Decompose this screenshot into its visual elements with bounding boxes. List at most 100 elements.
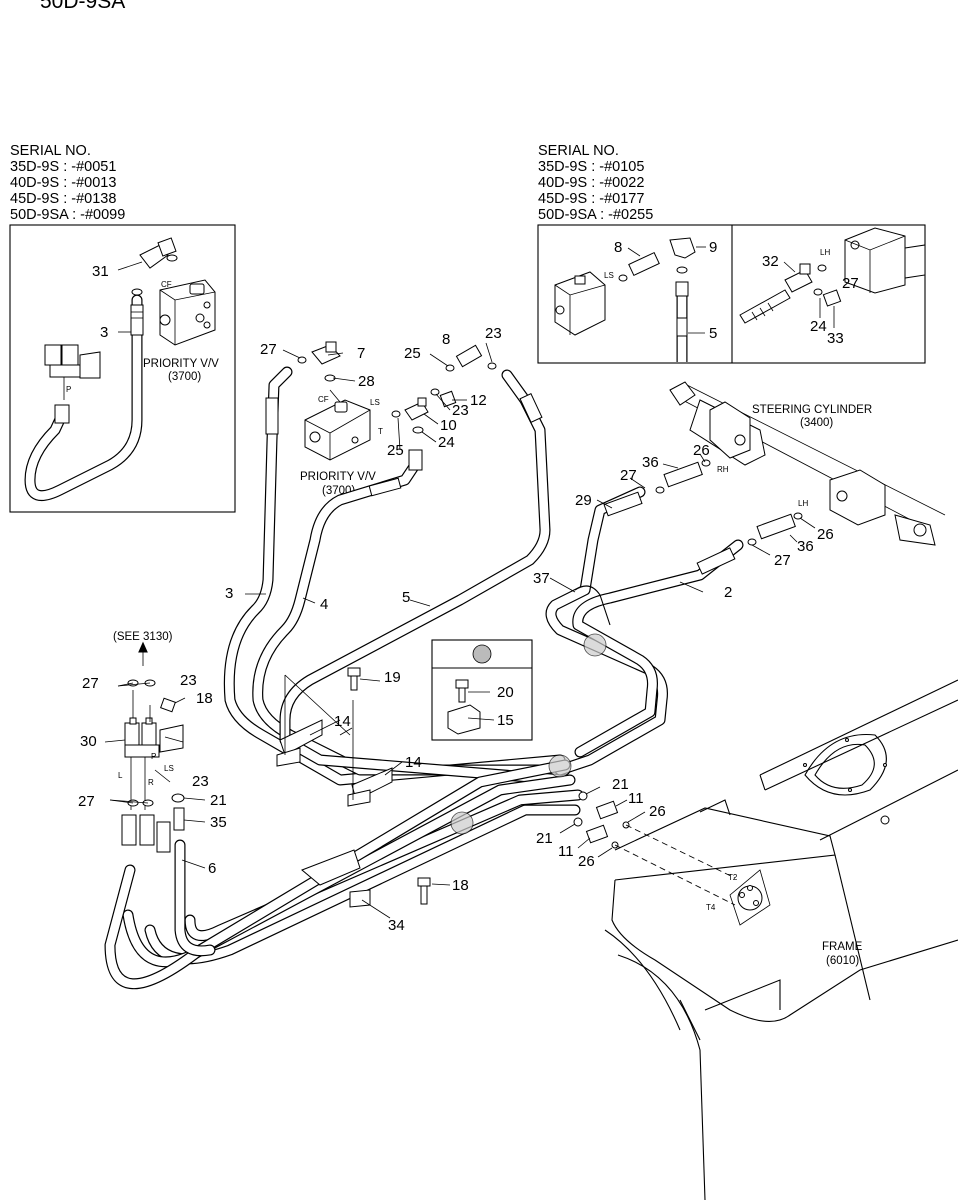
callout-36-upper: 36	[642, 454, 659, 471]
priority-valve-main	[304, 389, 371, 461]
connector-11-upper	[595, 800, 619, 820]
bolt-18	[417, 877, 431, 905]
callout-27-right: 27	[774, 552, 791, 569]
callout-19: 19	[384, 669, 401, 686]
callout-3: 3	[225, 585, 233, 602]
priority-valve-inset-right	[554, 271, 606, 336]
callout-27-mid: 27	[620, 467, 637, 484]
callout-3-inset: 3	[100, 324, 108, 341]
callout-5-inset: 5	[709, 325, 717, 342]
port-r-label: R	[148, 778, 154, 787]
callout-36-lower: 36	[797, 538, 814, 555]
callout-29: 29	[575, 492, 592, 509]
callout-11-upper: 11	[628, 790, 644, 807]
callout-28: 28	[358, 373, 375, 390]
serial-right-line-3: 45D-9S : -#0177	[538, 191, 644, 207]
inset-left: CF P 31 3 PRIORITY V/V (3700)	[9, 224, 236, 513]
elbow-fitting-31	[131, 237, 178, 296]
elbow-fitting-9	[669, 237, 696, 274]
callout-27-top: 27	[260, 341, 277, 358]
callout-24: 24	[438, 434, 455, 451]
port-ls-label: LS	[370, 398, 380, 407]
clamp-37	[574, 585, 611, 626]
port-t2-label: T2	[728, 873, 738, 882]
serial-left-line-4: 50D-9SA : -#0099	[10, 207, 125, 223]
serial-block-left: SERIAL NO. 35D-9S : -#0051 40D-9S : -#00…	[10, 143, 125, 223]
adapter-36-upper	[663, 461, 703, 488]
port-p-label: P	[151, 752, 156, 761]
callout-26-upper: 26	[693, 442, 710, 459]
callout-23-top: 23	[485, 325, 502, 342]
inset-left-p-label: P	[66, 385, 71, 394]
callout-4: 4	[320, 596, 328, 613]
callout-7: 7	[357, 345, 365, 362]
fitting-18-left	[160, 697, 176, 713]
port-rh-label: RH	[717, 465, 729, 474]
manifold-30	[124, 690, 184, 810]
port-lh-label: LH	[798, 499, 808, 508]
inset-right: LS 8 9 5 LH	[537, 224, 926, 364]
inset-right-ls-label: LS	[604, 271, 614, 280]
priority-valve-ref-inset: (3700)	[168, 371, 201, 383]
callout-33-inset: 33	[827, 330, 844, 347]
serial-right-line-4: 50D-9SA : -#0255	[538, 207, 653, 223]
callout-18-bottom: 18	[452, 877, 469, 894]
priority-valve-inset	[159, 279, 216, 346]
clamp-34	[301, 849, 371, 908]
callout-27-left-bottom: 27	[78, 793, 95, 810]
detail-box-clamp	[431, 639, 533, 741]
callout-18-left: 18	[196, 690, 213, 707]
serial-right-line-1: 35D-9S : -#0105	[538, 159, 644, 175]
callout-15: 15	[497, 712, 514, 729]
callout-2: 2	[724, 584, 732, 601]
callout-14-lower: 14	[405, 754, 422, 771]
leader-lines	[104, 342, 816, 919]
inset-right-lh-label: LH	[820, 248, 830, 257]
hose-4	[252, 459, 571, 776]
steering-cylinder	[669, 381, 946, 546]
clamp-14-upper	[276, 719, 323, 767]
callout-21-left: 21	[210, 792, 227, 809]
callout-14-upper: 14	[334, 713, 351, 730]
callout-32-inset: 32	[762, 253, 779, 270]
cylinder-inset	[844, 227, 926, 294]
frame-label: FRAME	[822, 941, 863, 953]
tee-fitting-32	[784, 263, 813, 293]
port-t4-label: T4	[706, 903, 716, 912]
serial-right-line-2: 40D-9S : -#0022	[538, 175, 644, 191]
port-t-label: T	[378, 427, 383, 436]
clamp-14-lower	[347, 767, 393, 807]
serial-left-title: SERIAL NO.	[10, 143, 91, 159]
callout-30: 30	[80, 733, 97, 750]
inset-left-border	[9, 224, 236, 513]
callout-6: 6	[208, 860, 216, 877]
port-cf-label: CF	[318, 395, 329, 404]
callout-10: 10	[440, 417, 457, 434]
callout-labels: 27 7 28 8 25 23 23 12 10 24 25 3 4 5 19 …	[78, 325, 834, 934]
callout-12: 12	[470, 392, 487, 409]
callout-23-left-bottom: 23	[192, 773, 209, 790]
see-reference: (SEE 3130)	[113, 631, 173, 643]
callout-23-mid: 23	[452, 402, 469, 419]
callout-26-right: 26	[817, 526, 834, 543]
serial-right-title: SERIAL NO.	[538, 143, 619, 159]
callout-34: 34	[388, 917, 405, 934]
callout-11-lower: 11	[558, 843, 574, 860]
callout-26-bottom-upper: 26	[649, 803, 666, 820]
callout-26-bottom-lower: 26	[578, 853, 595, 870]
priority-valve-label-inset: PRIORITY V/V	[143, 358, 219, 370]
callout-25-top: 25	[404, 345, 421, 362]
adapter-8	[628, 251, 660, 277]
callout-37: 37	[533, 570, 550, 587]
steering-cylinder-ref: (3400)	[800, 417, 833, 429]
manifold-inset	[44, 344, 101, 400]
steering-cylinder-label: STEERING CYLINDER	[752, 404, 872, 416]
callout-8: 8	[442, 331, 450, 348]
serial-left-line-1: 35D-9S : -#0051	[10, 159, 116, 175]
priority-valve-label: PRIORITY V/V	[300, 471, 376, 483]
callout-5: 5	[402, 589, 410, 606]
tee-fitting-10	[404, 397, 429, 421]
adapter-8-main	[455, 344, 483, 368]
frame-ref: (6010)	[826, 955, 859, 967]
elbow-fitting-7	[311, 341, 341, 365]
